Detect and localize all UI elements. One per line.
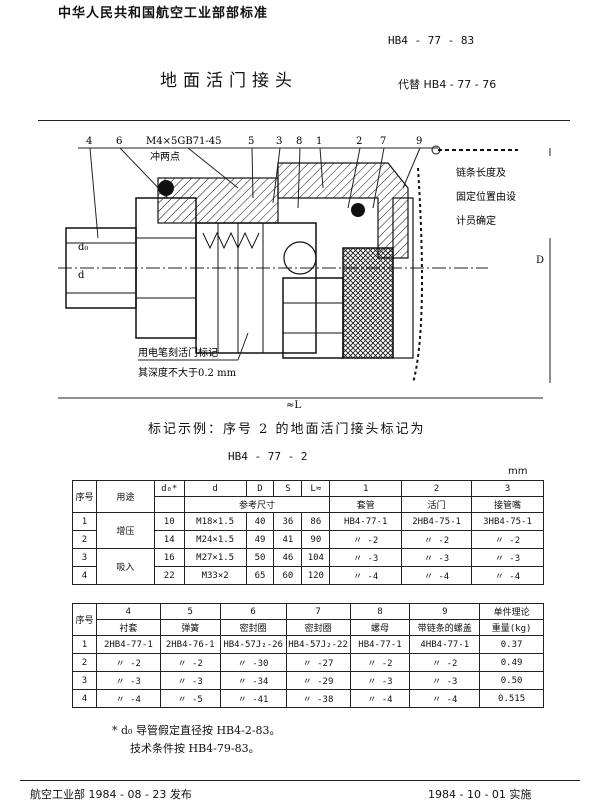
top-divider <box>38 120 570 121</box>
dim-d0: d₀ <box>78 242 88 253</box>
callout-5: 5 <box>248 136 254 147</box>
replaces-note: 代替 HB4 - 77 - 76 <box>398 78 497 91</box>
document-title: 地面活门接头 <box>160 71 298 91</box>
marking-note-line1: 用电笔刻活门标记 <box>138 346 218 359</box>
table-row: 4 〃 -4 〃 -5 〃 -41 〃 -38 〃 -4 〃 -4 0.515 <box>72 689 544 708</box>
callout-8: 8 <box>296 136 302 147</box>
spec-table-1: 序号 用途 d₀* d D S L≈ 1 2 3 参考尺寸 套管 活门 接管嘴 … <box>72 480 544 585</box>
t1-h-seq: 序号 <box>72 480 97 513</box>
table-row: 1 2HB4-77-1 2HB4-76-1 HB4-57J₂-26 HB4-57… <box>72 635 544 654</box>
callout-screw: M4×5GB71-45 <box>146 136 222 147</box>
t1-h-use: 用途 <box>95 480 155 513</box>
table-row: 3 吸入 16 M27×1.5 50 46 104 〃 -3 〃 -3 〃 -3 <box>72 548 544 585</box>
t1-h-nozzle: 接管嘴 <box>471 496 544 513</box>
t1-h-S: S <box>273 480 303 497</box>
table-row: 1 增压 10 M18×1.5 40 36 86 HB4-77-1 2HB4-7… <box>72 512 544 549</box>
t2-h-weight: 单件理论 <box>479 603 544 620</box>
publish-date: 航空工业部 1984 - 08 - 23 发布 <box>30 788 192 801</box>
callout-6: 6 <box>116 136 122 147</box>
marking-note-line2: 其深度不大于0.2 mm <box>138 366 237 379</box>
callout-7: 7 <box>380 136 386 147</box>
callout-4: 4 <box>86 136 92 147</box>
footnote-1: * d₀ 导管假定直径按 HB4-2-83。 <box>112 724 281 737</box>
t1-h-sleeve: 套管 <box>329 496 403 513</box>
chain-note-line2: 固定位置由设 <box>456 190 516 203</box>
t1-h-D: D <box>245 480 275 497</box>
table-row: 4 22 M33×2 65 60 120 〃 -4 〃 -4 〃 -4 <box>72 566 544 585</box>
t1-h-valve: 活门 <box>401 496 473 513</box>
table2-header-names: 衬套 弹簧 密封圈 密封圈 螺母 带链条的螺盖 重量(kg) <box>73 619 544 636</box>
dim-L: ≈L <box>286 400 301 411</box>
table1-header-row1: 序号 用途 d₀* d D S L≈ 1 2 3 <box>72 480 544 513</box>
t2-h-seq: 序号 <box>72 603 97 636</box>
table-row: 3 〃 -3 〃 -3 〃 -34 〃 -29 〃 -3 〃 -3 0.50 <box>72 671 544 690</box>
t1-h-d0: d₀* <box>153 480 185 497</box>
standard-number: HB4 - 77 - 83 <box>388 34 475 47</box>
table2-header-nums: 序号 4 5 6 7 8 9 单件理论 <box>72 603 544 636</box>
implement-date: 1984 - 10 - 01 实施 <box>428 788 532 801</box>
chain-note-line3: 计员确定 <box>456 214 496 227</box>
dim-D: D <box>536 255 544 266</box>
footnote-2: 技术条件按 HB4-79-83。 <box>130 742 260 755</box>
t1-h-ref: 参考尺寸 <box>183 496 331 513</box>
standard-header: 中华人民共和国航空工业部部标准 <box>58 6 269 21</box>
unit-label: mm <box>508 466 528 477</box>
callout-2: 2 <box>356 136 362 147</box>
t1-h-d: d <box>183 480 247 497</box>
technical-drawing: 4 6 M4×5GB71-45 5 3 8 1 2 7 9 冲两点 <box>58 136 553 411</box>
callout-3: 3 <box>276 136 282 147</box>
marking-code: HB4 - 77 - 2 <box>228 450 308 463</box>
t1-h-1: 1 <box>329 480 403 497</box>
callout-1: 1 <box>316 136 322 147</box>
t1-h-3: 3 <box>471 480 544 497</box>
table-row: 2 〃 -2 〃 -2 〃 -30 〃 -27 〃 -2 〃 -2 0.49 <box>72 653 544 672</box>
marking-example: 标记示例：序号 2 的地面活门接头标记为 <box>148 422 426 437</box>
t1-h-L: L≈ <box>301 480 331 497</box>
dim-d: d <box>78 270 85 281</box>
t1-h-2: 2 <box>401 480 473 497</box>
punch-note: 冲两点 <box>150 150 180 163</box>
spec-table-2: 序号 4 5 6 7 8 9 单件理论 衬套 弹簧 密封圈 密封圈 螺母 带链条… <box>72 603 544 708</box>
chain-note-line1: 链条长度及 <box>456 166 506 179</box>
callout-9: 9 <box>416 136 422 147</box>
bottom-divider <box>20 780 580 781</box>
table-row: 2 14 M24×1.5 49 41 90 〃 -2 〃 -2 〃 -2 <box>72 530 544 549</box>
